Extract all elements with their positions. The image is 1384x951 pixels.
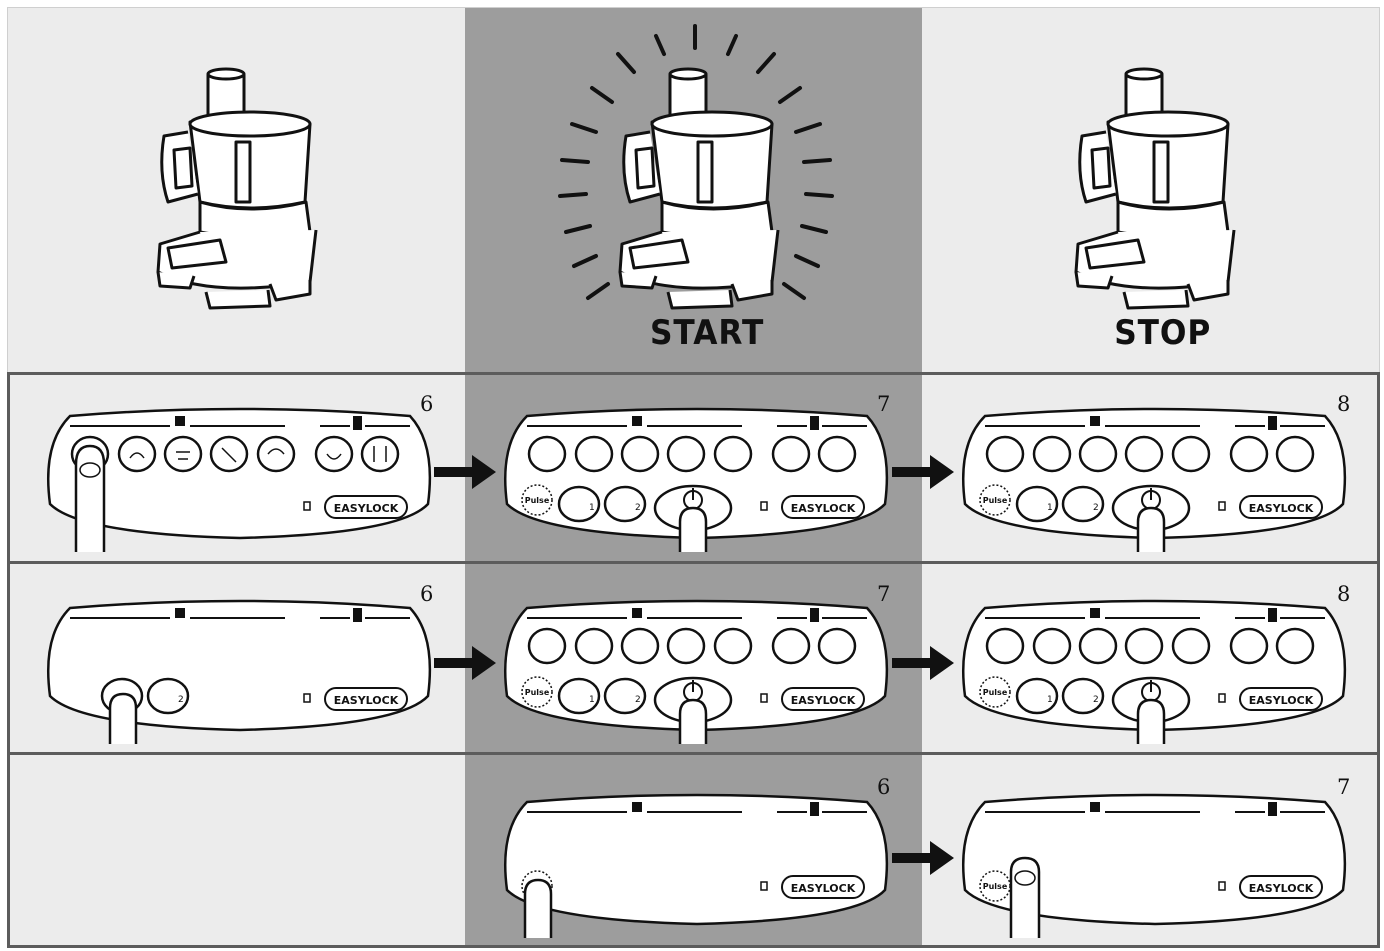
stop-label: STOP <box>1114 313 1212 353</box>
row-divider-2 <box>7 752 1380 755</box>
easylock-label: EASYLOCK <box>1249 882 1314 895</box>
speed1-label: 1 <box>1047 503 1053 513</box>
speed2-label: 2 <box>1093 695 1099 705</box>
speed1-label: 1 <box>1047 695 1053 705</box>
pulse-label: Pulse <box>983 688 1008 697</box>
easylock-label: EASYLOCK <box>1249 502 1314 515</box>
step-number: 7 <box>877 582 891 606</box>
easylock-label: EASYLOCK <box>1249 694 1314 707</box>
arrow-right-icon <box>892 455 954 489</box>
food-processor-running-icon <box>618 67 780 310</box>
food-processor-idle-icon <box>156 67 318 310</box>
control-panel-pulse-release: Pulse EASYLOCK <box>961 793 1347 938</box>
arrow-right-icon <box>892 841 954 875</box>
control-panel-start: Pulse 1 2 EASYLOCK <box>503 407 889 552</box>
arrow-right-icon <box>892 646 954 680</box>
step-number: 8 <box>1337 392 1351 416</box>
arrow-right-icon <box>434 646 496 680</box>
speed2-label: 2 <box>635 503 641 513</box>
pulse-label: Pulse <box>525 496 550 505</box>
control-panel-stop: Pulse 1 2 EASYLOCK <box>961 407 1347 552</box>
easylock-label: EASYLOCK <box>334 502 399 515</box>
speed2-label: 2 <box>1093 503 1099 513</box>
step-number: 6 <box>420 392 434 416</box>
easylock-label: EASYLOCK <box>334 694 399 707</box>
speed1-label: 1 <box>589 503 595 513</box>
easylock-label: EASYLOCK <box>791 882 856 895</box>
easylock-label: EASYLOCK <box>791 694 856 707</box>
step-number: 8 <box>1337 582 1351 606</box>
pulse-label: Pulse <box>983 496 1008 505</box>
control-panel-stop: Pulse 1 2 EASYLOCK <box>961 599 1347 744</box>
pulse-label: Pulse <box>983 882 1008 891</box>
control-panel-program-select: EASYLOCK <box>46 407 432 552</box>
start-label: START <box>649 313 765 353</box>
speed1-label: 1 <box>589 695 595 705</box>
vibration-rays-icon <box>558 24 834 300</box>
speed2-label: 2 <box>635 695 641 705</box>
step-number: 6 <box>420 582 434 606</box>
control-panel-start: Pulse 1 2 EASYLOCK <box>503 599 889 744</box>
easylock-label: EASYLOCK <box>791 502 856 515</box>
control-panel-speed-select: 2 EASYLOCK <box>46 599 432 744</box>
step-number: 7 <box>877 392 891 416</box>
pulse-label: Pulse <box>525 688 550 697</box>
speed2-label: 2 <box>178 695 184 705</box>
row-divider-1 <box>7 561 1380 564</box>
step-number: 7 <box>1337 775 1351 799</box>
step-number: 6 <box>877 775 891 799</box>
arrow-right-icon <box>434 455 496 489</box>
food-processor-stopped-icon <box>1074 67 1236 310</box>
control-panel-pulse-press: EASYLOCK <box>503 793 889 938</box>
